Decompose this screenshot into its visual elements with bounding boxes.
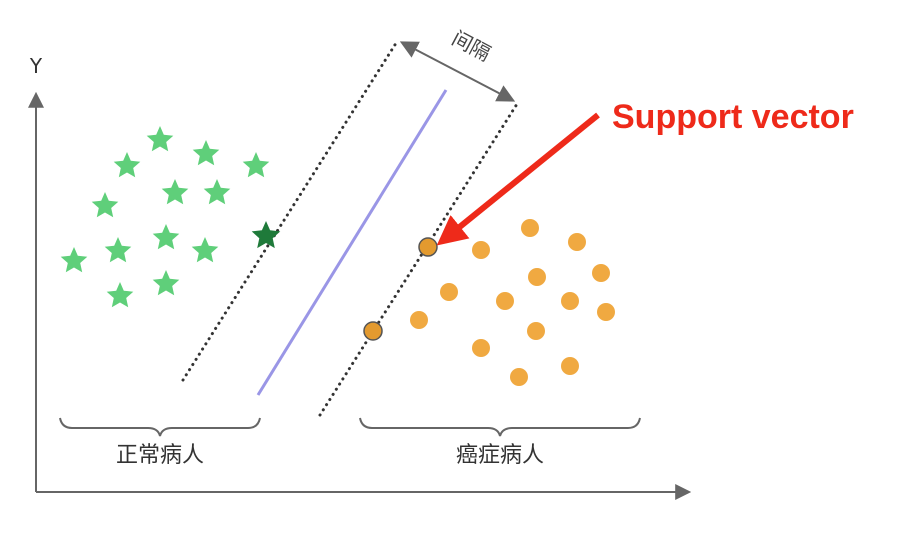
- normal-group-label: 正常病人: [116, 443, 204, 468]
- star-icon: [161, 179, 189, 205]
- cancer-patients-group: [363, 219, 615, 386]
- star-icon: [104, 237, 132, 263]
- star-icon: [152, 270, 180, 296]
- normal-patients-group: [60, 126, 281, 308]
- support-vector-arrow: [436, 112, 600, 246]
- support-vector-star-icon: [251, 221, 281, 249]
- cancer-group-brace: [359, 417, 641, 437]
- star-icon: [60, 247, 88, 273]
- cancer-group-label: 癌症病人: [456, 443, 544, 468]
- hyperplane-line: [256, 89, 448, 396]
- y-axis-label: Y: [29, 54, 43, 78]
- normal-group-brace: [59, 417, 261, 437]
- circle-icon: [568, 233, 586, 251]
- star-icon: [192, 140, 220, 166]
- margin-width-arrow: [399, 41, 516, 102]
- circle-icon: [410, 311, 428, 329]
- star-icon: [91, 192, 119, 218]
- circle-icon: [496, 292, 514, 310]
- support-vector-circle-icon: [363, 321, 383, 341]
- circle-icon: [510, 368, 528, 386]
- star-icon: [191, 237, 219, 263]
- circle-icon: [521, 219, 539, 237]
- circle-icon: [592, 264, 610, 282]
- margin-label: 间隔: [448, 26, 495, 66]
- circle-icon: [440, 283, 458, 301]
- circle-icon: [472, 339, 490, 357]
- circle-icon: [472, 241, 490, 259]
- circle-icon: [561, 292, 579, 310]
- star-icon: [152, 224, 180, 250]
- circle-icon: [597, 303, 615, 321]
- circle-icon: [527, 322, 545, 340]
- support-vector-label: Support vector: [612, 98, 854, 136]
- star-icon: [146, 126, 174, 152]
- circle-icon: [528, 268, 546, 286]
- support-vector-circle-icon: [418, 237, 438, 257]
- circle-icon: [561, 357, 579, 375]
- star-icon: [242, 152, 270, 178]
- star-icon: [203, 179, 231, 205]
- margin-line-left: [181, 38, 400, 382]
- star-icon: [106, 282, 134, 308]
- margin-line-right: [318, 102, 519, 417]
- star-icon: [113, 152, 141, 178]
